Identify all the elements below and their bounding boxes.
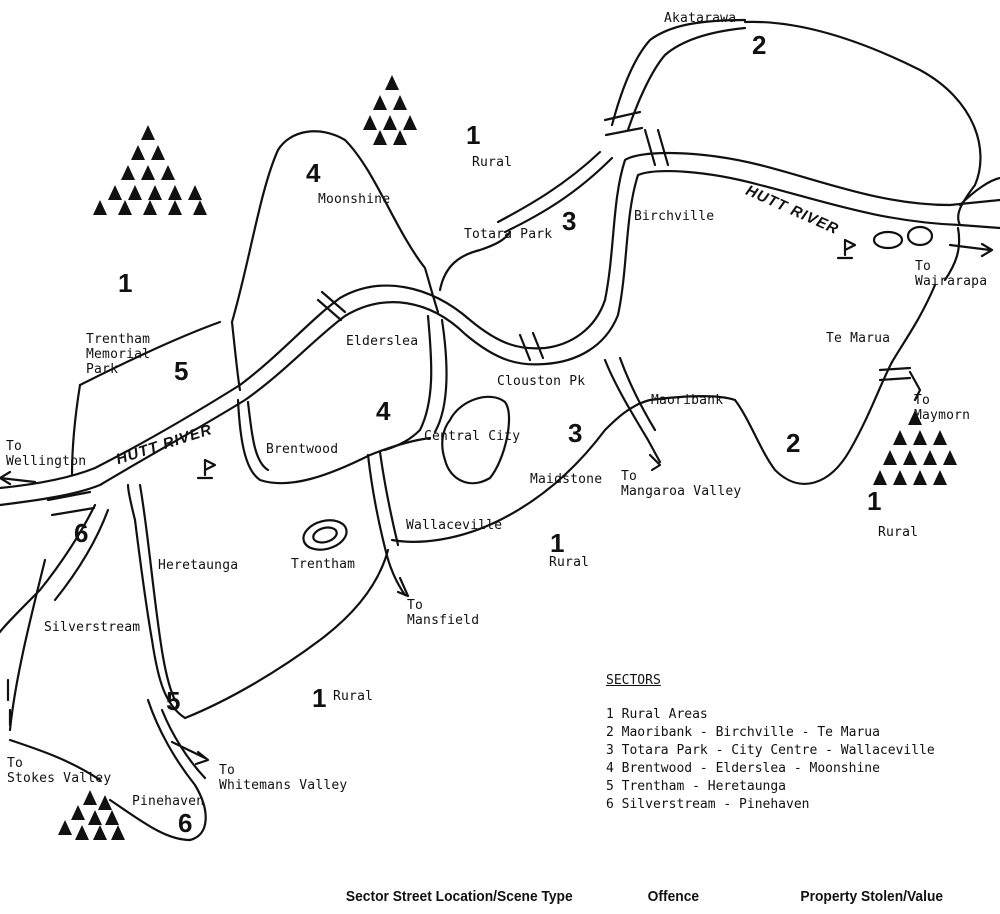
label-akatarawa: Akatarawa <box>664 11 737 26</box>
mangaroa-road <box>603 358 662 464</box>
label-maidstone: Maidstone <box>530 472 603 487</box>
label-central-city: Central City <box>424 429 521 444</box>
label-moonshine: Moonshine <box>318 192 391 207</box>
legend-item: 6 Silverstream - Pinehaven <box>606 797 810 812</box>
label-totara-park: Totara Park <box>464 227 553 242</box>
trentham-road <box>183 548 390 720</box>
legend-item: 5 Trentham - Heretaunga <box>606 779 787 794</box>
forest-bottom-left-icon <box>58 790 125 840</box>
label-brentwood: Brentwood <box>266 442 339 457</box>
label-clouston-pk: Clouston Pk <box>497 374 586 389</box>
totara-park-road <box>503 156 614 234</box>
label-wallaceville: Wallaceville <box>406 518 503 533</box>
legend-title: SECTORS <box>606 673 661 688</box>
mansfield-road <box>366 453 407 597</box>
wallaceville-road <box>390 395 737 543</box>
label-elderslea: Elderslea <box>346 334 419 349</box>
sector-number: 2 <box>752 30 767 60</box>
forest-icons <box>58 75 957 840</box>
brentwood-road <box>236 398 432 485</box>
label-rural-top: Rural <box>472 155 513 170</box>
legend-item: 1 Rural Areas <box>606 707 708 722</box>
sector-number: 4 <box>376 396 391 426</box>
sector-number: 2 <box>786 428 801 458</box>
legend-item: 2 Maoribank - Birchville - Te Marua <box>606 725 880 740</box>
akatarawa-river <box>610 18 747 127</box>
form-header-row: Sector Street Location/Scene Type Offenc… <box>0 888 943 910</box>
footer-col-sector-location: Sector Street Location/Scene Type <box>345 888 573 905</box>
label-silverstream: Silverstream <box>44 620 141 635</box>
sector-number: 1 <box>118 268 133 298</box>
label-heretaunga: Heretaunga <box>158 558 239 573</box>
moonshine-road <box>230 130 440 324</box>
label-rural-right: Rural <box>878 525 919 540</box>
central-city-block <box>441 395 511 485</box>
forest-top-center-icon <box>363 75 417 145</box>
sector-number: 1 <box>466 120 481 150</box>
pinehaven-road <box>108 698 207 842</box>
label-pinehaven: Pinehaven <box>132 794 205 809</box>
sector-number: 5 <box>166 686 181 716</box>
sector-number: 5 <box>174 356 189 386</box>
label-rural-mid: Rural <box>549 555 590 570</box>
sector-number: 6 <box>74 518 89 548</box>
sector-number: 1 <box>312 683 327 713</box>
forest-right-icon <box>873 410 957 485</box>
memorial-park-road <box>78 320 222 387</box>
sector-number: 1 <box>550 528 565 558</box>
sectors-legend: SECTORS 1 Rural Areas 2 Maoribank - Birc… <box>606 672 935 814</box>
hutt-river <box>0 151 1000 507</box>
label-trentham: Trentham <box>291 557 356 572</box>
label-te-marua: Te Marua <box>826 331 891 346</box>
forest-top-left-icon <box>93 125 207 215</box>
footer-col-offence: Offence <box>647 888 700 905</box>
sector-number: 4 <box>306 158 321 188</box>
label-rural-bottom: Rural <box>333 689 374 704</box>
sector-number: 1 <box>867 486 882 516</box>
sector-number: 6 <box>178 808 193 838</box>
sector-number: 3 <box>568 418 583 448</box>
label-maoribank: Maoribank <box>651 393 724 408</box>
silverstream-road <box>0 503 97 634</box>
legend-item: 3 Totara Park - City Centre - Wallacevil… <box>606 743 935 758</box>
footer-col-property-stolen: Property Stolen/Value <box>800 888 944 905</box>
legend-item: 4 Brentwood - Elderslea - Moonshine <box>606 761 880 776</box>
sector-number: 3 <box>562 206 577 236</box>
label-birchville: Birchville <box>634 209 715 224</box>
